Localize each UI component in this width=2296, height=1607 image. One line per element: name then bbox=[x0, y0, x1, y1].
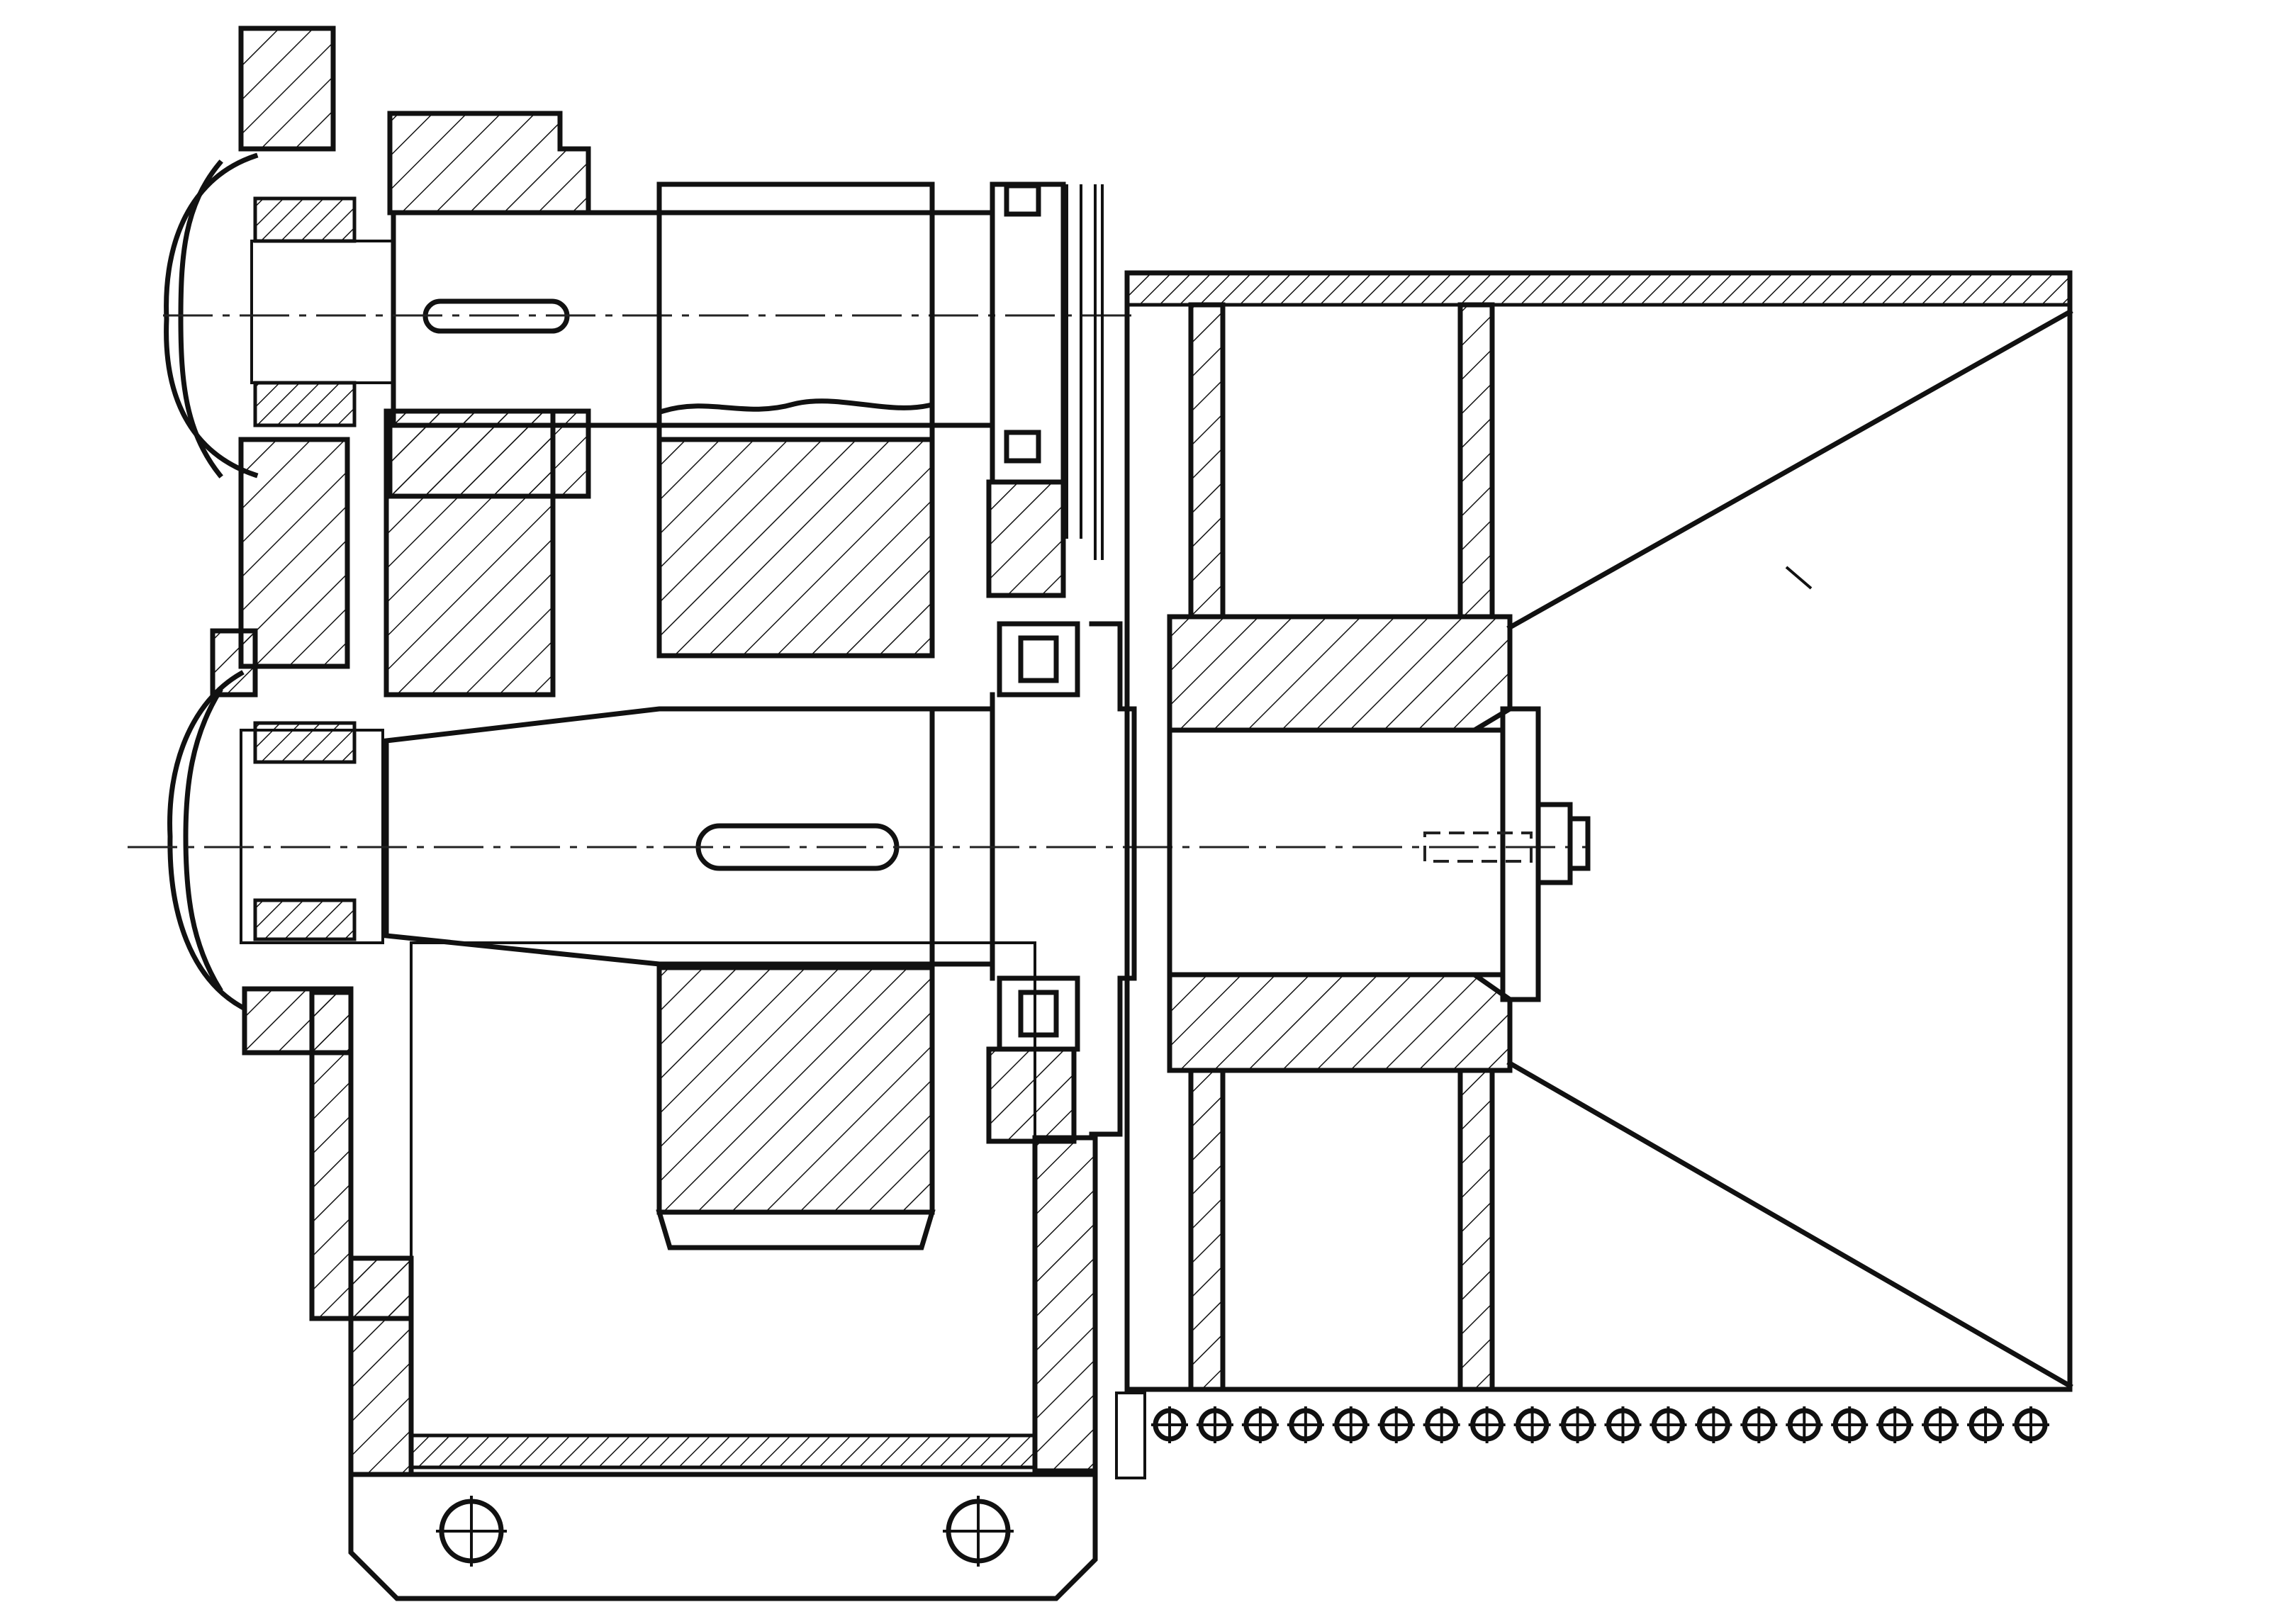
drum-cone-lower bbox=[1506, 1060, 2073, 1389]
pinion bbox=[383, 408, 556, 698]
drum-top-plate bbox=[1125, 271, 2072, 307]
drum-cone-upper bbox=[1506, 308, 2073, 631]
upper-frame-left bbox=[238, 26, 336, 152]
lower-bearing-right-top bbox=[997, 621, 1080, 698]
upper-shaft bbox=[391, 210, 662, 428]
upper-bearing-bottom bbox=[253, 381, 357, 427]
lower-bearing-right-bottom bbox=[997, 975, 1080, 1052]
drum-web-left-lower bbox=[1188, 1068, 1226, 1392]
chain-belt bbox=[1115, 1392, 2049, 1479]
drum-outline bbox=[1124, 270, 2073, 1392]
upper-shaft-assembly bbox=[163, 26, 1134, 698]
housing-left-outline bbox=[410, 941, 1036, 1437]
hub-bore bbox=[1167, 727, 1506, 978]
lower-cap-block bbox=[210, 628, 258, 698]
drum-web-right-lower bbox=[1457, 1068, 1495, 1392]
drum-shell bbox=[1124, 270, 2073, 1392]
upper-housing-block bbox=[238, 437, 350, 669]
chain-guide bbox=[1115, 1392, 1146, 1479]
hub-lower bbox=[1167, 972, 1513, 1073]
hub-upper bbox=[1167, 614, 1513, 733]
drum-web-right-upper bbox=[1457, 302, 1495, 620]
housing-bottom-plate bbox=[409, 1433, 1037, 1469]
upper-right-bearing bbox=[990, 181, 1066, 485]
lower-bearing-bottom bbox=[253, 898, 357, 941]
gear-body-upper bbox=[656, 437, 935, 659]
lower-shaft bbox=[383, 706, 995, 967]
gear-body-lower bbox=[656, 965, 935, 1215]
hub-nut bbox=[1535, 802, 1573, 885]
lower-cap-foot bbox=[242, 986, 354, 1056]
housing-right-wall bbox=[1032, 1135, 1098, 1474]
upper-frame-top bbox=[387, 111, 591, 215]
drum-hub bbox=[1167, 614, 1591, 1073]
upper-bearing-top bbox=[253, 196, 357, 243]
drum-web-left-upper bbox=[1188, 302, 1226, 620]
base-bolts bbox=[436, 1496, 1014, 1567]
gear-rim-bottom bbox=[656, 1209, 936, 1250]
hub-end-plate bbox=[1500, 706, 1541, 1002]
base-foot bbox=[348, 1472, 1098, 1601]
lower-shaft-assembly bbox=[128, 621, 1588, 1144]
spur-gear bbox=[656, 181, 936, 1250]
lower-bearing-cap bbox=[167, 670, 245, 1010]
